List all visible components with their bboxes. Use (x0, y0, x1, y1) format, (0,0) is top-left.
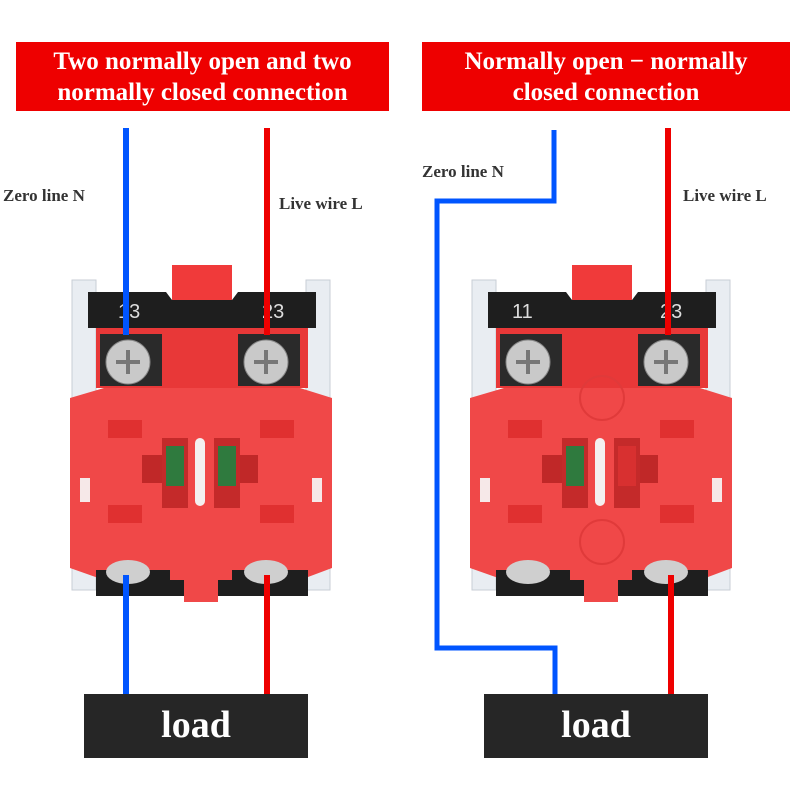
contact-roller (166, 446, 184, 486)
title-line-2: normally closed connection (57, 79, 348, 106)
terminal-number-23: 23 (262, 301, 284, 323)
load-box-left: load (84, 694, 308, 758)
terminal-strip-top (88, 292, 316, 328)
title-banner-right: Normally open − normally closed connecti… (422, 42, 790, 111)
contact-block-left: 13 23 (70, 265, 332, 602)
contact-roller-green (566, 446, 584, 486)
title-line-2: closed connection (512, 79, 700, 106)
neutral-label-right: Zero line N (422, 162, 504, 181)
top-latch (172, 265, 232, 300)
load-label: load (561, 704, 631, 746)
neutral-label-left: Zero line N (3, 186, 85, 205)
title-line-1: Two normally open and two (53, 48, 352, 75)
title-line-1: Normally open − normally (464, 48, 748, 75)
contact-roller-red (618, 446, 636, 486)
live-label-right: Live wire L (683, 186, 767, 205)
terminal-number-11: 11 (512, 301, 533, 323)
title-banner-left: Two normally open and two normally close… (16, 42, 389, 111)
terminal-number-13: 13 (118, 301, 140, 323)
contact-roller (218, 446, 236, 486)
live-label-left: Live wire L (279, 194, 363, 213)
load-box-right: load (484, 694, 708, 758)
terminal-number-23: 23 (660, 301, 682, 323)
contact-block-right: 11 23 (470, 265, 732, 602)
load-label: load (161, 704, 231, 746)
top-latch (572, 265, 632, 300)
